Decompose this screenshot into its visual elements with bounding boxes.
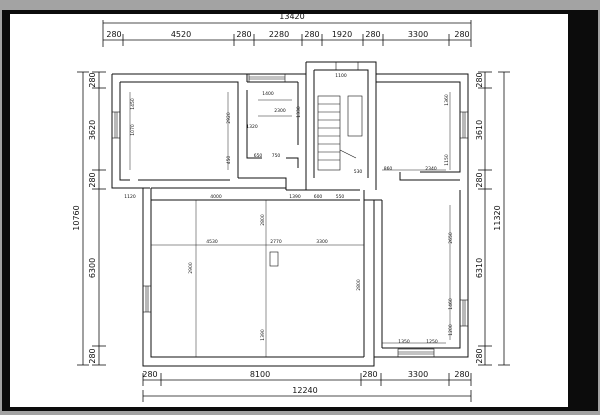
interior-label: 1150: [444, 154, 450, 166]
bottom-total-label: 12240: [292, 386, 317, 395]
drawing-sheet: 13420 280 4520 280 2280 280 1920 280 330…: [10, 14, 568, 407]
left-seg-label: 280: [88, 72, 97, 87]
interior-label: 2650: [448, 232, 454, 244]
top-seg-label: 280: [454, 30, 469, 39]
interior-label: 1250: [426, 339, 438, 345]
top-seg-label: 3300: [408, 30, 428, 39]
interior-label: 1200: [448, 324, 454, 336]
right-total-label: 11320: [493, 205, 502, 230]
interior-label: 1070: [130, 124, 136, 136]
interior-label: 4530: [206, 239, 218, 245]
stair-flight: [317, 95, 341, 171]
interior-label: 750: [272, 153, 281, 159]
interior-label: 1390: [260, 329, 266, 341]
interior-label: 530: [354, 169, 363, 175]
interior-label: 1390: [289, 194, 301, 200]
interior-label: 650: [254, 153, 263, 159]
top-dimension-labels: 13420 280 4520 280 2280 280 1920 280 330…: [106, 14, 469, 39]
wall: [120, 81, 239, 178]
interior-label: 2800: [260, 214, 266, 226]
interior-label: 2300: [274, 108, 286, 114]
left-seg-label: 280: [88, 172, 97, 187]
window: [142, 285, 152, 313]
wall: [306, 61, 377, 190]
interior-label: 2920: [226, 112, 232, 124]
floor-plan-drawing: 13420 280 4520 280 2280 280 1920 280 330…: [72, 14, 510, 402]
bottom-seg-label: 8100: [250, 370, 270, 379]
wall: [238, 177, 287, 190]
interior-label: 1100: [335, 73, 347, 79]
interior-label: 1400: [262, 91, 274, 97]
interior-label: 1330: [296, 106, 302, 118]
top-seg-label: 280: [304, 30, 319, 39]
wall: [286, 157, 299, 168]
bottom-seg-label: 280: [454, 370, 469, 379]
wall: [363, 190, 382, 201]
interior-label: 600: [314, 194, 323, 200]
right-seg-label: 3610: [475, 120, 484, 140]
left-seg-label: 280: [88, 348, 97, 363]
window: [459, 111, 469, 139]
wall: [399, 172, 460, 181]
interior-label: 550: [336, 194, 345, 200]
interior-lines: [129, 92, 451, 357]
wall: [382, 190, 461, 349]
window: [459, 299, 469, 327]
window: [335, 61, 359, 71]
interior-label: 1460: [448, 298, 454, 310]
bottom-seg-label: 280: [142, 370, 157, 379]
interior-label: 1450: [130, 98, 136, 110]
right-seg-label: 280: [475, 348, 484, 363]
top-seg-label: 280: [365, 30, 380, 39]
right-dimension-labels: 280 3610 280 6310 280 11320: [475, 72, 502, 363]
bottom-seg-label: 280: [362, 370, 377, 379]
wall: [246, 90, 262, 159]
left-seg-label: 3620: [88, 120, 97, 140]
bottom-dimension-labels: 280 8100 280 3300 280 12240: [142, 370, 469, 395]
interior-label: 1120: [124, 194, 136, 200]
bottom-seg-label: 3300: [408, 370, 428, 379]
stair-landing: [347, 95, 363, 137]
interior-label: 2900: [188, 262, 194, 274]
top-seg-label: 4520: [171, 30, 191, 39]
wall: [376, 73, 469, 190]
interior-label: 2800: [356, 279, 362, 291]
windows: [111, 61, 469, 358]
wall: [119, 82, 130, 181]
dimension-lines: [77, 20, 510, 402]
top-seg-label: 280: [236, 30, 251, 39]
stair-arrow: [339, 149, 357, 159]
staircase: [317, 95, 363, 171]
interior-dimension-labels: 1100 1400 2300 650 750 530 860 2340 1120…: [124, 73, 454, 345]
interior-label: 1320: [246, 124, 258, 130]
window: [248, 73, 286, 83]
interior-label: 1360: [444, 94, 450, 106]
interior-label: 450: [226, 156, 232, 165]
walls: [111, 61, 469, 367]
window: [111, 111, 121, 139]
interior-label: 860: [384, 166, 393, 172]
left-total-label: 10760: [72, 205, 81, 230]
interior-label: 3300: [316, 239, 328, 245]
right-seg-label: 6310: [475, 258, 484, 278]
right-seg-label: 280: [475, 172, 484, 187]
interior-label: 2340: [425, 166, 437, 172]
left-dimension-labels: 280 3620 280 6300 280 10760: [72, 72, 97, 363]
interior-label: 2770: [270, 239, 282, 245]
interior-label: 4000: [210, 194, 222, 200]
wall: [142, 188, 375, 367]
wall: [314, 69, 369, 178]
interior-label: 1350: [398, 339, 410, 345]
left-seg-label: 6300: [88, 258, 97, 278]
wall: [150, 188, 364, 358]
top-seg-label: 280: [106, 30, 121, 39]
window: [397, 348, 435, 358]
right-seg-label: 280: [475, 72, 484, 87]
top-total-label: 13420: [279, 14, 304, 21]
top-seg-label: 1920: [332, 30, 352, 39]
column-marker: [269, 251, 279, 267]
top-seg-label: 2280: [269, 30, 289, 39]
